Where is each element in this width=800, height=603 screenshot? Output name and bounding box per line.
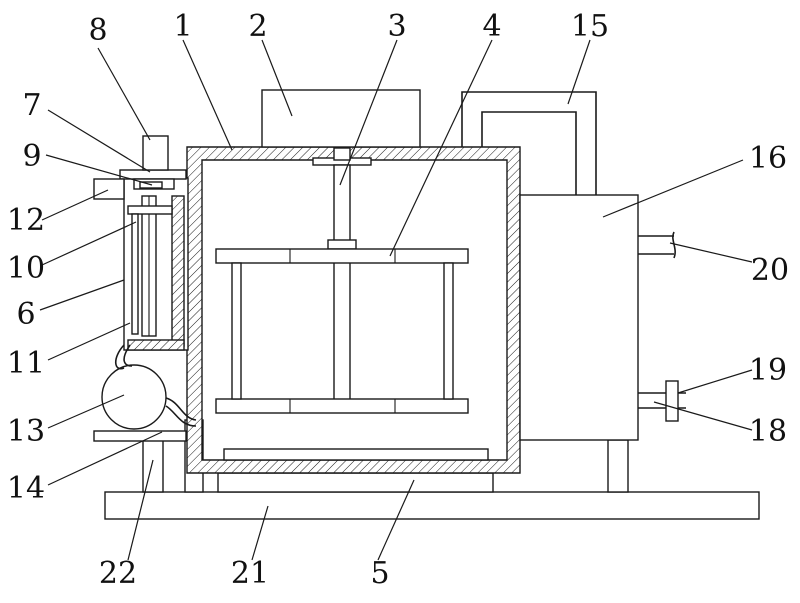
leader-20 (669, 242, 753, 263)
label-15: 15 (571, 9, 609, 44)
inlet-pipe (638, 231, 676, 259)
label-12: 12 (7, 203, 45, 238)
column-slot (131, 213, 139, 335)
label-2: 2 (248, 9, 267, 44)
leader-22 (127, 459, 154, 561)
outlet-pipe (638, 392, 686, 409)
label-6: 6 (16, 297, 35, 332)
outlet-valve (665, 380, 679, 422)
leader-18 (653, 401, 753, 431)
label-16: 16 (749, 141, 787, 176)
pump-platform (93, 430, 187, 442)
column-bottom-plate (127, 339, 185, 351)
leader-1 (182, 39, 233, 151)
leader-6 (39, 279, 125, 311)
label-9: 9 (22, 139, 41, 174)
stir-post-right (443, 262, 454, 400)
column-top-cap (119, 169, 187, 180)
leader-13 (47, 394, 125, 429)
leader-21 (251, 505, 269, 561)
return-pipe (461, 91, 597, 195)
label-19: 19 (749, 353, 787, 388)
support-leg-left (142, 439, 164, 493)
pump (101, 364, 167, 430)
shaft-collar (327, 239, 357, 250)
top-motor (261, 89, 421, 148)
leader-3 (339, 39, 398, 186)
leader-12 (41, 189, 109, 221)
stirring-shaft (333, 164, 351, 409)
leader-8 (97, 47, 151, 141)
label-10: 10 (7, 251, 45, 286)
leader-5 (377, 479, 415, 561)
label-21: 21 (231, 556, 269, 591)
leader-2 (261, 39, 293, 117)
column-inner-wall (171, 195, 185, 347)
leader-14 (47, 431, 163, 486)
label-22: 22 (99, 556, 137, 591)
base-plate (104, 491, 760, 520)
leader-16 (602, 159, 744, 218)
label-18: 18 (749, 414, 787, 449)
label-3: 3 (387, 9, 406, 44)
label-5: 5 (370, 556, 389, 591)
leader-11 (47, 322, 131, 361)
tank-bottom-plate (223, 448, 489, 461)
label-11: 11 (7, 346, 45, 381)
leader-19 (677, 369, 753, 394)
label-7: 7 (22, 88, 41, 123)
leader-15 (567, 39, 591, 105)
piston-plate (127, 205, 173, 215)
label-13: 13 (7, 414, 45, 449)
support-leg-right (607, 439, 629, 493)
stir-arm-top (215, 248, 469, 264)
stir-arm-bottom (215, 398, 469, 414)
label-14: 14 (7, 471, 45, 506)
label-1: 1 (173, 9, 192, 44)
side-tank (519, 194, 639, 441)
pump-pipe-top (114, 344, 133, 370)
shaft-coupling (333, 147, 351, 161)
label-8: 8 (88, 13, 107, 48)
leader-7 (47, 109, 151, 173)
leader-10 (41, 221, 137, 266)
column-motor (142, 135, 169, 171)
leader-9 (45, 154, 153, 186)
label-20: 20 (751, 253, 789, 288)
label-4: 4 (482, 9, 501, 44)
stir-post-left (231, 262, 242, 400)
leader-4 (389, 39, 493, 257)
side-feeder (93, 178, 125, 200)
bottom-support-block (217, 472, 494, 493)
pump-pipe-side (165, 397, 197, 427)
